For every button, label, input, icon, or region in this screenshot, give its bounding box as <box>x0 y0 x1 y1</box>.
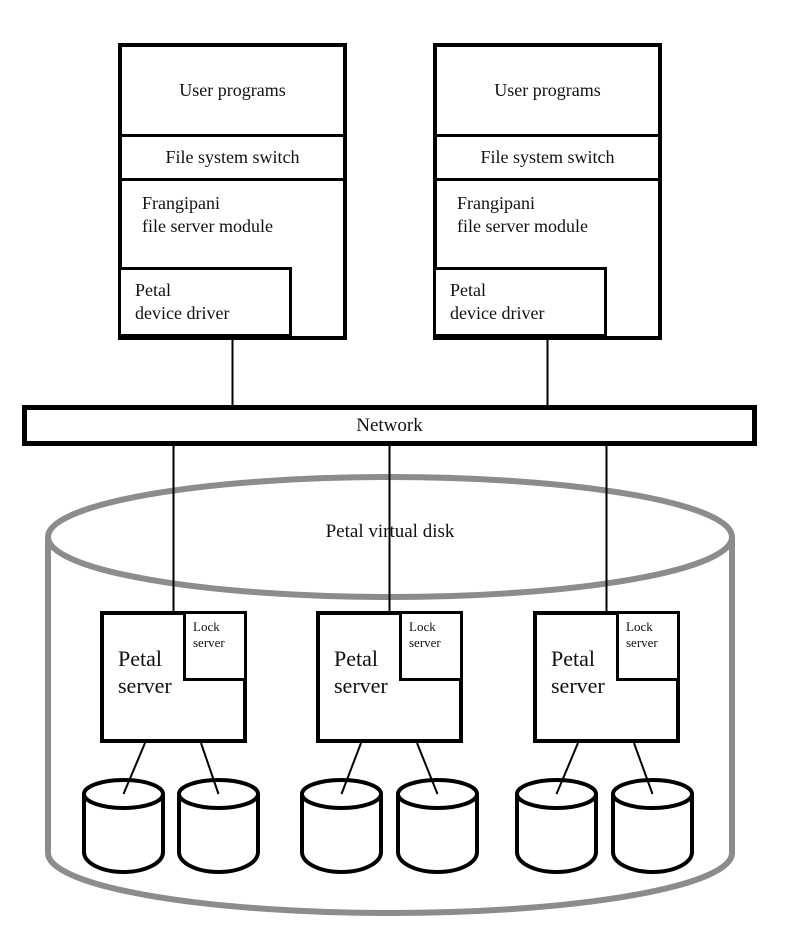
server3-disk2-connector <box>633 742 654 795</box>
disk-cylinder-6 <box>611 778 694 874</box>
file-system-switch-label: File system switch <box>165 147 300 167</box>
server3-disk1-connector <box>555 742 579 795</box>
petal-device-driver-box: Petal device driver <box>118 267 292 337</box>
client-machine-2: User programs File system switch Frangip… <box>433 43 662 340</box>
file-system-switch-box: File system switch <box>122 137 343 181</box>
server1-disk1-connector <box>122 742 146 795</box>
disk-cylinder-2 <box>177 778 260 874</box>
frangipani-module-label: Frangipani file server module <box>142 193 273 236</box>
user-programs-box: User programs <box>437 47 658 137</box>
petal-server-label: Petal server <box>551 646 605 698</box>
client-machine-1: User programs File system switch Frangip… <box>118 43 347 340</box>
virtual-disk-bottom-arc <box>45 852 735 916</box>
network-label: Network <box>356 414 423 436</box>
frangipani-module-box: Frangipani file server module Petal devi… <box>118 181 343 337</box>
user-programs-label: User programs <box>179 80 286 100</box>
file-system-switch-box: File system switch <box>437 137 658 181</box>
petal-server-box-1: Petal server Lock server <box>100 611 247 743</box>
frangipani-module-label: Frangipani file server module <box>457 193 588 236</box>
petal-server-label: Petal server <box>334 646 388 698</box>
server2-disk1-connector <box>340 742 362 795</box>
petal-server-label: Petal server <box>118 646 172 698</box>
disk-cylinder-3 <box>300 778 383 874</box>
user-programs-label: User programs <box>494 80 601 100</box>
petal-server-box-3: Petal server Lock server <box>533 611 680 743</box>
network-bar: Network <box>22 405 757 446</box>
petal-server-box-2: Petal server Lock server <box>316 611 463 743</box>
lock-server-box: Lock server <box>616 611 680 681</box>
petal-device-driver-box: Petal device driver <box>433 267 607 337</box>
disk-cylinder-4 <box>396 778 479 874</box>
frangipani-module-box: Frangipani file server module Petal devi… <box>433 181 658 337</box>
server2-disk2-connector <box>416 742 439 795</box>
lock-server-box: Lock server <box>183 611 247 681</box>
server1-disk2-connector <box>200 742 220 795</box>
user-programs-box: User programs <box>122 47 343 137</box>
disk-cylinder-1 <box>82 778 165 874</box>
petal-virtual-disk-label: Petal virtual disk <box>325 521 455 542</box>
file-system-switch-label: File system switch <box>480 147 615 167</box>
lock-server-box: Lock server <box>399 611 463 681</box>
